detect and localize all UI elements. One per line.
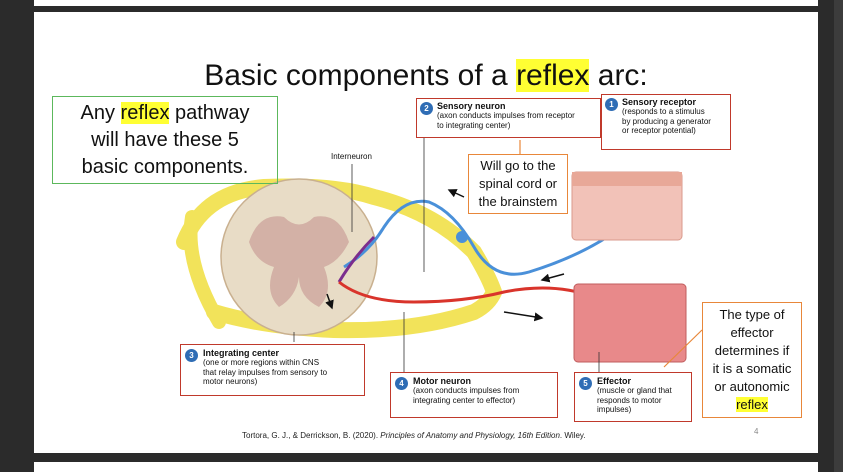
dorsal-root-ganglion xyxy=(456,231,468,243)
component-title: Sensory neuron xyxy=(437,101,506,111)
component-desc: that relay impulses from sensory to xyxy=(203,367,328,377)
component-desc: motor neurons) xyxy=(203,377,258,386)
component-desc: (one or more regions within CNS xyxy=(203,358,320,367)
reflex-arc-illustration xyxy=(176,134,703,372)
note-text: it is a somatic xyxy=(712,361,792,376)
arrow-cord-top xyxy=(447,189,465,198)
citation-text-end: . Wiley. xyxy=(559,431,586,440)
note-highlight: reflex xyxy=(736,397,768,412)
slide: Basic components of a reflex arc: xyxy=(34,12,818,453)
badge-2: 2 xyxy=(420,102,433,115)
badge-3: 3 xyxy=(185,349,198,362)
interneuron-label: Interneuron xyxy=(331,152,372,161)
note-highlight: reflex xyxy=(120,102,170,124)
slide-title: Basic components of a reflex arc: xyxy=(34,56,818,96)
note-text: the brainstem xyxy=(478,194,558,209)
component-desc: impulses) xyxy=(597,405,632,414)
note-any-reflex: Any reflex pathway will have these 5 bas… xyxy=(52,96,278,184)
spinal-gray-matter xyxy=(249,216,349,307)
component-sensory-neuron: 2 Sensory neuron (axon conducts impulses… xyxy=(416,98,601,138)
badge-1: 1 xyxy=(605,98,618,111)
badge-4: 4 xyxy=(395,377,408,390)
arrow-cord-left xyxy=(325,293,334,310)
note-text: Any xyxy=(80,102,121,124)
nerve-sheath-upper xyxy=(176,178,502,300)
note-text: Will go to the xyxy=(480,158,556,173)
interneuron-path xyxy=(337,235,376,283)
next-slide-edge xyxy=(34,462,818,472)
component-title: Sensory receptor xyxy=(622,97,697,107)
component-title: Effector xyxy=(597,376,632,386)
component-desc: responds to motor xyxy=(597,395,662,405)
badge-5: 5 xyxy=(579,377,592,390)
title-text-end: arc: xyxy=(589,59,648,92)
component-sensory-receptor: 1 Sensory receptor (responds to a stimul… xyxy=(601,94,731,150)
arrow-sensory xyxy=(540,273,565,283)
component-integrating-center: 3 Integrating center (one or more region… xyxy=(180,344,365,396)
note-cns: Will go to the spinal cord or the brains… xyxy=(468,154,568,214)
component-title: Integrating center xyxy=(203,348,280,358)
component-desc: by producing a generator xyxy=(622,116,711,126)
title-text: Basic components of a xyxy=(204,59,517,92)
title-highlight: reflex xyxy=(516,59,590,92)
component-desc: (axon conducts impulses from xyxy=(413,386,520,395)
citation-text: Tortora, G. J., & Derrickson, B. (2020). xyxy=(242,431,381,440)
page-number: 4 xyxy=(754,427,759,436)
note-text: basic components. xyxy=(81,156,249,178)
note-effector-type: The type of effector determines if it is… xyxy=(702,302,802,418)
component-motor-neuron: 4 Motor neuron (axon conducts impulses f… xyxy=(390,372,558,418)
previous-slide-edge xyxy=(34,0,818,6)
component-desc: or receptor potential) xyxy=(622,126,696,135)
component-desc: to integrating center) xyxy=(437,120,511,130)
note-text: pathway xyxy=(169,102,250,124)
component-desc: (responds to a stimulus xyxy=(622,107,705,116)
component-effector: 5 Effector (muscle or gland that respond… xyxy=(574,372,692,422)
leader-orange-effector xyxy=(663,329,703,368)
sensory-neuron-path xyxy=(343,199,635,276)
note-text: effector xyxy=(730,325,774,340)
note-text: spinal cord or xyxy=(478,176,558,191)
nerve-sheath-left xyxy=(183,210,226,329)
arrow-motor xyxy=(503,311,544,322)
component-desc: (axon conducts impulses from receptor xyxy=(437,111,575,120)
component-title: Motor neuron xyxy=(413,376,471,386)
note-text: determines if xyxy=(714,343,790,358)
note-text: will have these 5 xyxy=(91,129,239,151)
window-scrollbar[interactable] xyxy=(834,0,843,472)
muscle-block xyxy=(573,283,687,363)
skin-surface xyxy=(572,172,682,186)
component-desc: (muscle or gland that xyxy=(597,386,672,395)
citation-book-title: Principles of Anatomy and Physiology, 16… xyxy=(380,431,560,440)
citation: Tortora, G. J., & Derrickson, B. (2020).… xyxy=(242,431,586,440)
note-text: The type of xyxy=(719,307,785,322)
note-text: or autonomic xyxy=(714,379,790,394)
component-desc: integrating center to effector) xyxy=(413,395,516,405)
